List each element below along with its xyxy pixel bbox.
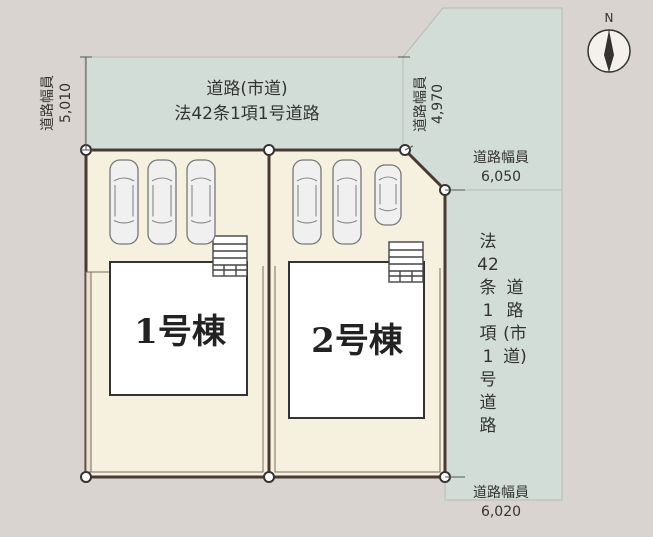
right-road — [444, 189, 563, 501]
building-1-label: 1号棟 — [134, 312, 227, 352]
car-icon — [109, 159, 139, 245]
right-road-type-char: 道 — [480, 393, 497, 413]
building-2-label: 2号棟 — [311, 321, 404, 361]
parking-cars — [109, 159, 402, 245]
diagonal-road-width-label: 道路幅員 — [413, 76, 429, 132]
right-road-type-column: 法 42 条 1 項 1 号 道 路 — [477, 232, 499, 436]
top-road-name: 道路(市道) — [206, 79, 287, 99]
building-1 — [109, 261, 248, 396]
right-road-name-column: 道 路 (市 道) — [503, 278, 527, 367]
right-road-type-char: 条 — [480, 278, 497, 298]
right-road-name-char: 路 — [507, 301, 524, 321]
right-road-width-bottom-value: 6,020 — [481, 504, 521, 520]
right-road-type-char: 1 — [483, 301, 494, 321]
north-arrow-icon: N — [587, 11, 631, 73]
stairs-1 — [212, 235, 248, 277]
right-road-type-char: 法 — [480, 232, 497, 252]
right-road-type-char: 42 — [477, 255, 499, 275]
diagonal-road-width-value: 4,970 — [430, 84, 446, 124]
top-road-type: 法42条1項1号道路 — [174, 104, 319, 124]
car-icon — [292, 159, 322, 245]
car-icon — [186, 159, 216, 245]
stairs-2 — [388, 241, 424, 283]
right-road-type-char: 路 — [480, 416, 497, 436]
building-2 — [288, 261, 425, 419]
right-road-width-bottom-label: 道路幅員 — [473, 485, 529, 501]
north-label: N — [605, 11, 614, 25]
setback-hatch — [85, 271, 92, 473]
dimension-lines — [80, 56, 465, 478]
right-road-name-char: 道 — [507, 278, 524, 298]
right-road-name-char: 道) — [503, 347, 527, 367]
top-road-width-label: 道路幅員 — [40, 75, 56, 131]
right-road-name-char: (市 — [503, 324, 527, 344]
right-road-type-char: 項 — [480, 324, 497, 344]
right-road-type-char: 号 — [480, 370, 497, 390]
car-icon — [374, 164, 402, 226]
top-road-width-value: 5,010 — [58, 83, 74, 123]
right-road-type-char: 1 — [483, 347, 494, 367]
right-road-width-top-value: 6,050 — [481, 169, 521, 185]
car-icon — [332, 159, 362, 245]
right-road-width-top-label: 道路幅員 — [473, 150, 529, 166]
car-icon — [147, 159, 177, 245]
